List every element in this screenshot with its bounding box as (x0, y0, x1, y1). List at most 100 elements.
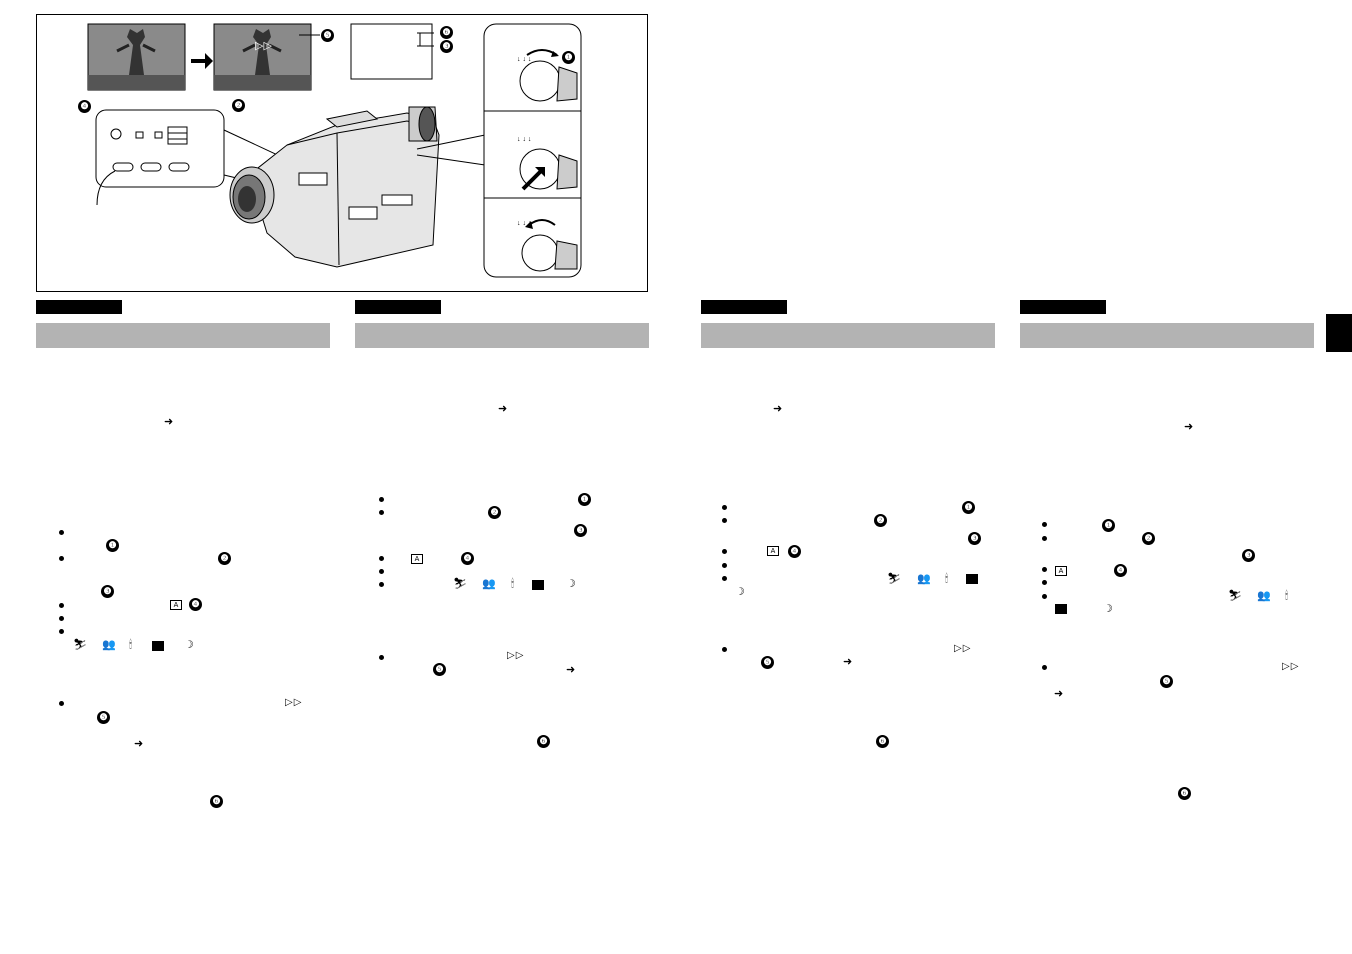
surf-snow-mode-icon (966, 574, 978, 584)
bullet (59, 556, 64, 561)
callout-4: ❹ (788, 545, 801, 558)
bullet (59, 701, 64, 706)
callout-5: ❺ (1160, 675, 1173, 688)
portrait-mode-icon: 👥 (482, 578, 496, 590)
svg-text:↓ ↓ ↓: ↓ ↓ ↓ (517, 220, 531, 227)
bullet (379, 569, 384, 574)
bullet (59, 629, 64, 634)
section-title-3 (701, 323, 995, 348)
callout-2: ❷ (1142, 532, 1155, 545)
bullet (722, 518, 727, 523)
scene-before-photo (87, 23, 186, 91)
callout-5: ❺ (433, 663, 446, 676)
callout-1: ❶ (106, 539, 119, 552)
arrow-icon: ➜ (134, 738, 144, 750)
svg-text:▷▷: ▷▷ (255, 40, 272, 52)
fast-forward-icon: ▷▷ (1282, 661, 1300, 672)
callout-2: ❷ (874, 514, 887, 527)
dial-step-1: ↓ ↓ ↓ (517, 49, 578, 102)
callout-5: ❺ (761, 656, 774, 669)
sports-mode-icon: ⛷ (453, 578, 467, 590)
low-light-mode-icon: ☽ (566, 578, 576, 590)
bullet (59, 616, 64, 621)
spotlight-mode-icon: 🕯 (511, 578, 515, 590)
section-title-1 (36, 323, 330, 348)
dial-step-2: ↓ ↓ ↓ (517, 136, 578, 191)
surf-snow-mode-icon (152, 641, 164, 651)
bullet (722, 576, 727, 581)
portrait-mode-icon: 👥 (102, 639, 116, 651)
bullet (1042, 594, 1047, 599)
sports-mode-icon: ⛷ (73, 639, 87, 651)
bullet (722, 647, 727, 652)
bullet (1042, 665, 1047, 670)
arrow-icon: ➜ (773, 403, 783, 415)
callout-6: ❻ (440, 26, 453, 39)
surf-snow-mode-icon (1055, 604, 1067, 614)
arrow-icon: ➜ (1184, 421, 1194, 433)
low-light-mode-icon: ☽ (184, 639, 194, 651)
bullet (1042, 567, 1047, 572)
language-tab-3 (701, 300, 787, 314)
callout-3: ❸ (968, 532, 981, 545)
arrow-icon: ➜ (843, 656, 853, 668)
spotlight-mode-icon: 🕯 (129, 639, 133, 651)
arrow-icon: ➜ (566, 664, 576, 676)
callout-2: ❷ (488, 506, 501, 519)
language-tab-2 (355, 300, 441, 314)
bullet (1042, 522, 1047, 527)
camcorder-illustration: ▷▷ (87, 23, 582, 278)
callout-5: ❺ (321, 29, 334, 42)
bullet (379, 556, 384, 561)
callout-3: ❸ (1242, 549, 1255, 562)
camcorder-body (229, 106, 440, 268)
auto-mode-icon: A (767, 546, 779, 556)
fast-forward-icon: ▷▷ (954, 643, 972, 654)
callout-6: ❻ (1178, 787, 1191, 800)
fast-forward-icon: ▷▷ (507, 650, 525, 661)
auto-mode-icon: A (411, 554, 423, 564)
bullet (1042, 580, 1047, 585)
callout-6: ❻ (876, 735, 889, 748)
bullet (379, 582, 384, 587)
arrow-icon: ➜ (498, 403, 508, 415)
auto-mode-icon: A (1055, 566, 1067, 576)
callout-3: ❸ (101, 585, 114, 598)
callout-1: ❶ (962, 501, 975, 514)
callout-4: ❹ (189, 598, 202, 611)
bullet (722, 549, 727, 554)
svg-text:↓ ↓ ↓: ↓ ↓ ↓ (517, 56, 531, 63)
bullet (379, 510, 384, 515)
portrait-mode-icon: 👥 (1257, 590, 1271, 602)
spotlight-mode-icon: 🕯 (1285, 590, 1289, 602)
bullet (59, 603, 64, 608)
callout-2: ❷ (218, 552, 231, 565)
callout-6: ❻ (537, 735, 550, 748)
auto-mode-icon: A (170, 600, 182, 610)
low-light-mode-icon: ☽ (1103, 603, 1113, 615)
language-tab-1 (36, 300, 122, 314)
scene-after-photo: ▷▷ (213, 23, 320, 91)
callout-3: ❸ (440, 40, 453, 53)
bullet (379, 655, 384, 660)
callout-6: ❻ (210, 795, 223, 808)
section-title-4 (1020, 323, 1314, 348)
fast-forward-icon: ▷▷ (285, 697, 303, 708)
callout-1: ❶ (578, 493, 591, 506)
svg-text:↓ ↓ ↓: ↓ ↓ ↓ (517, 136, 531, 143)
bullet (722, 505, 727, 510)
callout-4: ❹ (1114, 564, 1127, 577)
portrait-mode-icon: 👥 (917, 573, 931, 585)
callout-4: ❹ (461, 552, 474, 565)
chapter-side-tab (1326, 314, 1352, 352)
section-title-2 (355, 323, 649, 348)
low-light-mode-icon: ☽ (735, 586, 745, 598)
callout-5: ❺ (97, 711, 110, 724)
bullet (59, 530, 64, 535)
dial-step-3: ↓ ↓ ↓ (517, 219, 578, 272)
surf-snow-mode-icon (532, 580, 544, 590)
bullet (379, 497, 384, 502)
illustration-figure: ▷▷ (36, 14, 648, 292)
callout-4: ❹ (78, 100, 91, 113)
sports-mode-icon: ⛷ (1228, 590, 1242, 602)
